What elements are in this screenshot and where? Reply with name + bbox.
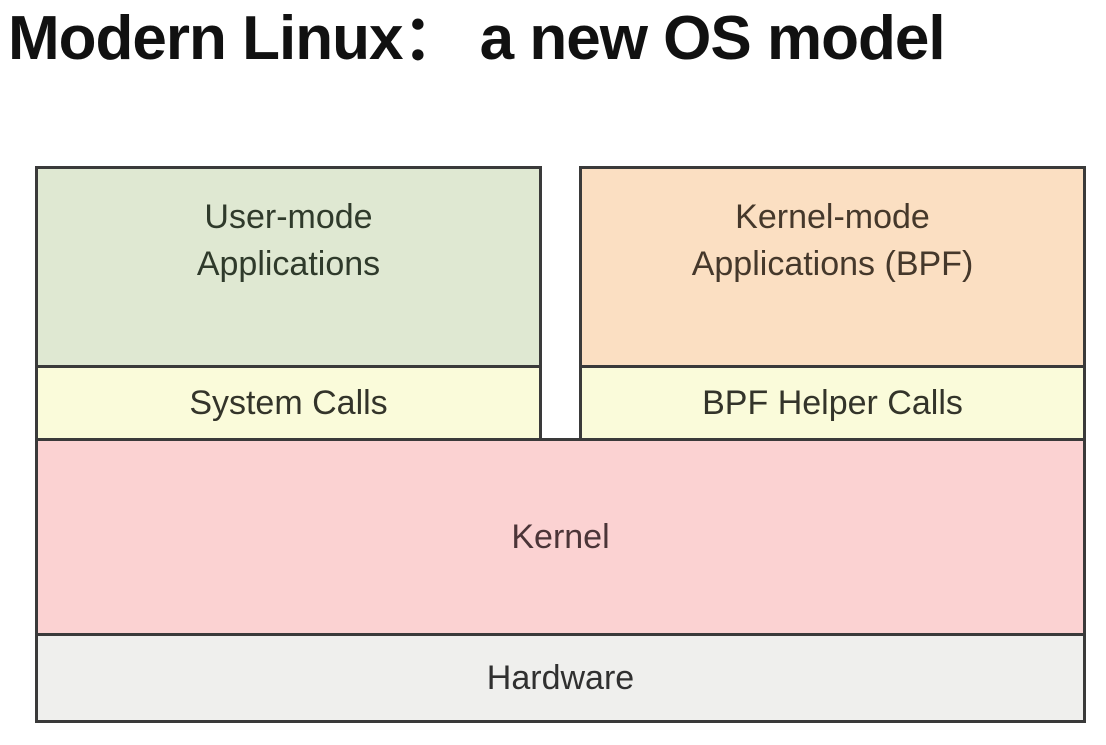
hardware-box: Hardware [35,633,1086,723]
bpf-helper-calls-box: BPF Helper Calls [579,365,1086,441]
system-calls-box: System Calls [35,365,542,441]
user-mode-column: User-mode Applications System Calls [35,166,542,441]
kernel-mode-column: Kernel-mode Applications (BPF) BPF Helpe… [579,166,1086,441]
user-mode-applications-box: User-mode Applications [35,166,542,368]
kernel-mode-applications-box: Kernel-mode Applications (BPF) [579,166,1086,368]
diagram-columns: User-mode Applications System Calls Kern… [35,166,1086,441]
page-title: Modern Linux： a new OS model [8,4,946,73]
os-layer-diagram: User-mode Applications System Calls Kern… [35,166,1086,723]
kernel-box: Kernel [35,438,1086,636]
